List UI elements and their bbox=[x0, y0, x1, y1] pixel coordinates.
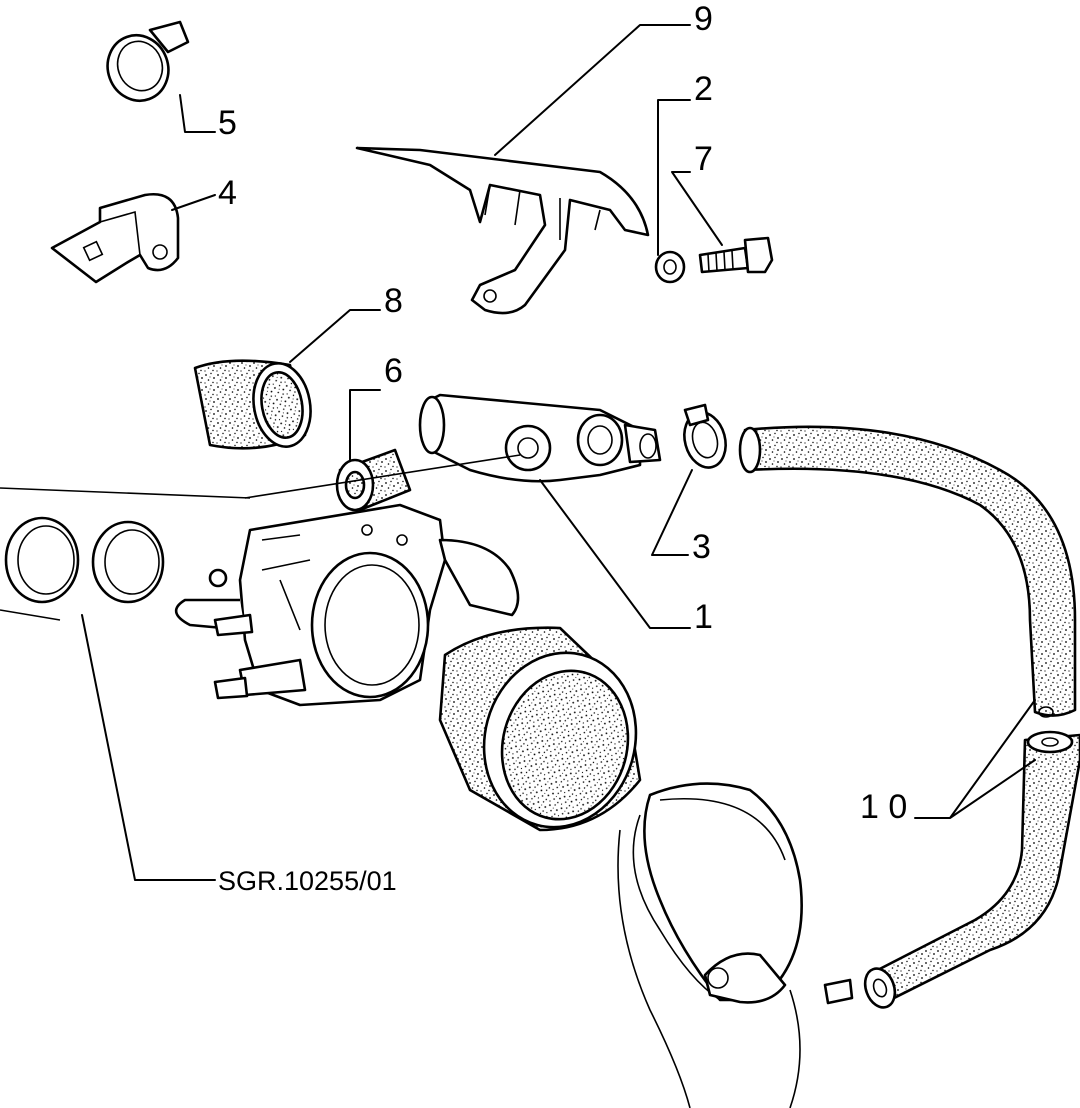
part-10-lower-hose bbox=[863, 699, 1080, 1009]
part-8-foam-sleeve bbox=[193, 309, 381, 450]
part-2-washer bbox=[654, 99, 691, 284]
callout-5: 5 bbox=[218, 104, 237, 142]
intake-duct bbox=[617, 782, 854, 1108]
part-9-heat-shield bbox=[355, 24, 691, 315]
callout-10: 1 0 bbox=[860, 788, 907, 826]
callout-2: 2 bbox=[694, 70, 713, 108]
callout-7: 7 bbox=[694, 140, 713, 178]
large-foam-sleeve bbox=[438, 626, 642, 832]
callout-1: 1 bbox=[694, 598, 713, 636]
part-7-bolt bbox=[671, 171, 774, 274]
callout-6: 6 bbox=[384, 352, 403, 390]
part-3-clip bbox=[651, 403, 727, 556]
part-6-grommet bbox=[335, 389, 412, 512]
throttle-body-assembly bbox=[0, 487, 520, 881]
callout-4: 4 bbox=[218, 174, 237, 212]
seal-rings bbox=[4, 516, 165, 604]
callout-3: 3 bbox=[692, 528, 711, 566]
part-10-upper-hose bbox=[738, 425, 1077, 718]
callout-9: 9 bbox=[694, 0, 713, 38]
part-1-idle-valve bbox=[244, 393, 691, 629]
part-5-hose-clamp bbox=[106, 20, 216, 133]
callout-8: 8 bbox=[384, 282, 403, 320]
drawing-reference-code: SGR.10255/01 bbox=[218, 866, 397, 896]
part-4-bracket bbox=[50, 192, 216, 284]
